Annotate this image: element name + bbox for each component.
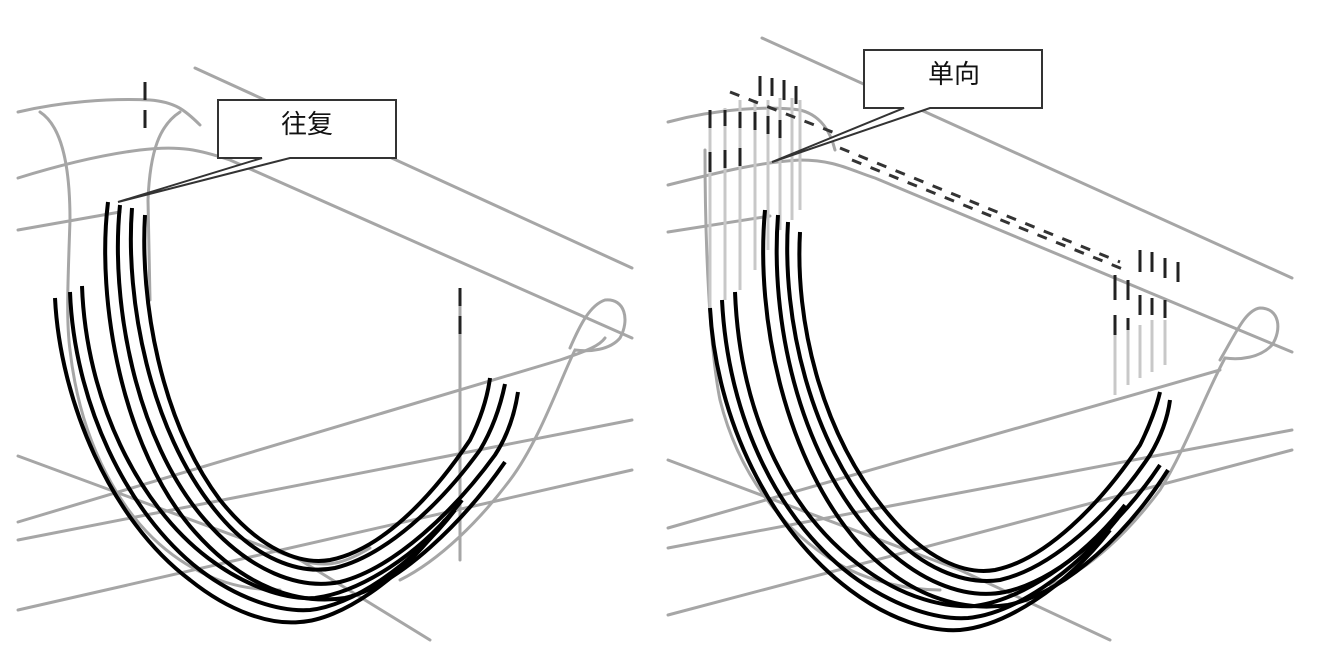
floor-edge-1	[666, 368, 1222, 530]
mid-rail-edge	[666, 214, 772, 234]
floor-edge-5	[298, 558, 432, 642]
toolpath-arcs	[708, 209, 1172, 633]
right-panel	[660, 0, 1310, 660]
callout-bubble-right	[771, 49, 1043, 163]
callout-label-reciprocating: 往复	[280, 110, 333, 140]
left-profile-curve	[68, 348, 282, 592]
floor-edge-2	[16, 418, 634, 542]
floor-edge-4	[666, 448, 1294, 617]
callout-label-one-way: 单向	[927, 60, 980, 90]
inner-profile-2	[146, 110, 182, 302]
left-profile-curve	[703, 148, 942, 592]
retract-lines	[708, 98, 1167, 395]
retract-dashes	[143, 82, 462, 334]
toolpath-arcs	[53, 201, 520, 625]
callout-bubble-left	[117, 99, 397, 203]
reciprocating-toolpath-figure	[16, 66, 634, 642]
top-back-edge	[760, 36, 1294, 280]
floor-edge-2	[666, 428, 1294, 550]
left-panel: 往复	[0, 0, 650, 660]
top-front-edge	[16, 98, 202, 127]
inner-profile	[38, 110, 72, 352]
corner-bulge	[1048, 306, 1280, 587]
diagonal-dash-rows	[729, 90, 1131, 274]
part-wireframe	[16, 66, 634, 642]
retract-dashes	[708, 76, 1180, 335]
corner-bulge	[398, 298, 627, 582]
upper-rail-edge	[16, 146, 634, 340]
one-way-toolpath-figure	[666, 36, 1294, 642]
floor-edge-4	[16, 468, 634, 612]
